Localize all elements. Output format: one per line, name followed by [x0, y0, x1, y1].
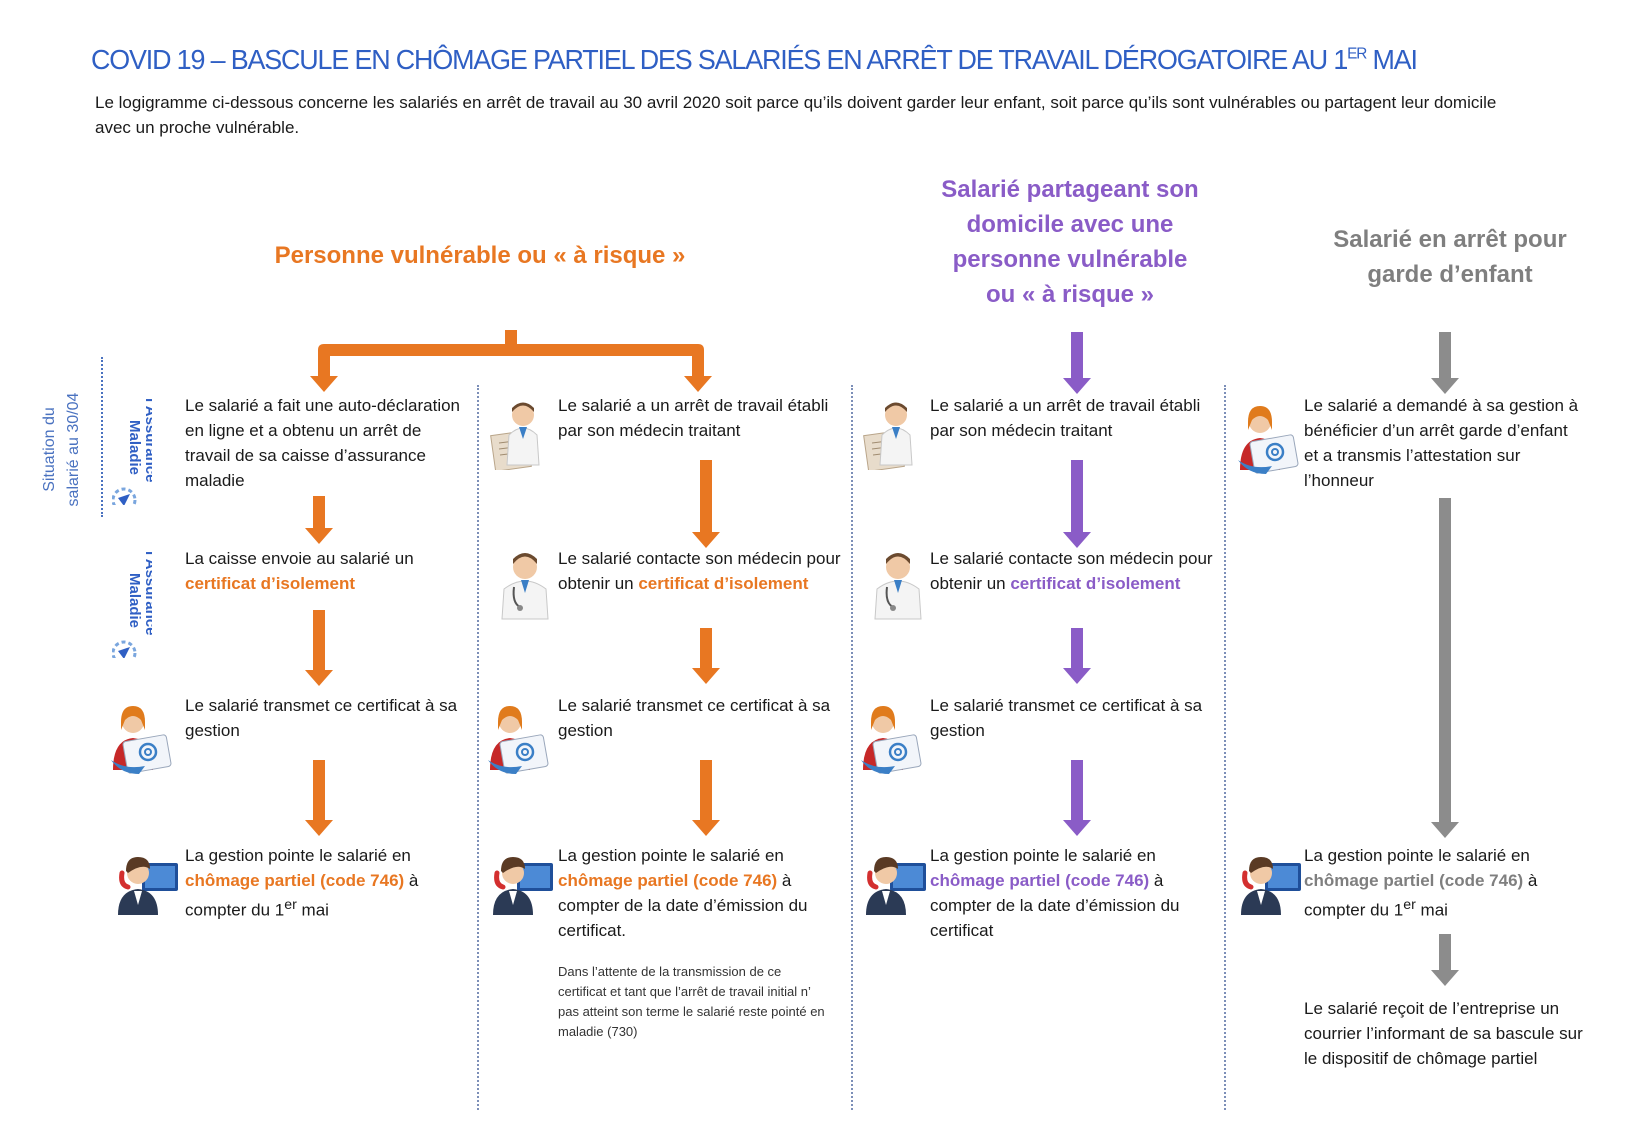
arrow-down [1431, 934, 1459, 986]
col1-step1: Le salarié a fait une auto-déclaration e… [185, 396, 461, 490]
arrow-down [1431, 332, 1459, 394]
arrow-down [692, 760, 720, 836]
assurance-maladie-logo [112, 396, 152, 505]
col1-step4: La gestion pointe le salarié en chômage … [185, 846, 419, 920]
email-person-icon [855, 700, 925, 775]
arrow-down [305, 496, 333, 544]
col4-step1: Le salarié a demandé à sa gestion à béné… [1304, 396, 1579, 490]
column-divider [851, 385, 853, 1110]
intro-text: Le logigramme ci-dessous concerne les sa… [95, 93, 1497, 137]
arrow-down [1431, 498, 1459, 838]
header-vulnerable: Personne vulnérable ou « à risque » [274, 242, 686, 269]
arrow-down [1063, 332, 1091, 394]
doctor-icon [490, 545, 560, 620]
assurance-maladie-logo [112, 549, 152, 658]
header-sharing: Salarié partageant son domicile avec une… [941, 176, 1199, 308]
highlight-certificat: certificat d’isolement [638, 574, 809, 593]
phone-operator-icon [1235, 845, 1305, 920]
column-divider [477, 385, 479, 1110]
col2-step2: Le salarié contacte son médecin pour obt… [558, 549, 841, 593]
col3-step3: Le salarié transmet ce certificat à sa g… [930, 696, 1203, 740]
highlight-code: chômage partiel (code 746) [930, 871, 1150, 890]
arrow-down [692, 460, 720, 548]
col2-step4: La gestion pointe le salarié en chômage … [558, 846, 808, 940]
col3-step4: La gestion pointe le salarié en chômage … [930, 846, 1180, 940]
side-label-divider [101, 357, 103, 517]
arrow-down [692, 628, 720, 684]
column-divider [1224, 385, 1226, 1110]
highlight-certificat: certificat d’isolement [1010, 574, 1181, 593]
doctor-certificate-icon [860, 395, 930, 470]
phone-operator-icon [860, 845, 930, 920]
arrow-down [305, 610, 333, 686]
doctor-icon [863, 545, 933, 620]
page-title: COVID 19 – BASCULE EN CHÔMAGE PARTIEL DE… [91, 44, 1418, 75]
email-person-icon [1232, 400, 1302, 475]
highlight-code: chômage partiel (code 746) [185, 871, 405, 890]
col2-step1: Le salarié a un arrêt de travail établi … [558, 396, 829, 440]
highlight-code: chômage partiel (code 746) [1304, 871, 1524, 890]
email-person-icon [105, 700, 175, 775]
col4-step5: Le salarié reçoit de l’entreprise un cou… [1304, 999, 1583, 1068]
header-childcare: Salarié en arrêt pour garde d’enfant [1333, 226, 1567, 288]
highlight-certificat: certificat d’isolement [185, 574, 356, 593]
phone-operator-icon [487, 845, 557, 920]
arrow-down [1063, 760, 1091, 836]
doctor-certificate-icon [487, 395, 557, 470]
col3-step1: Le salarié a un arrêt de travail établi … [930, 396, 1201, 440]
email-person-icon [482, 700, 552, 775]
col3-step2: Le salarié contacte son médecin pour obt… [930, 549, 1213, 593]
arrow-down [1063, 460, 1091, 548]
split-arrow [310, 330, 712, 392]
arrow-down [305, 760, 333, 836]
col2-note: Dans l’attente de la transmission de ce … [558, 964, 825, 1039]
col4-step4: La gestion pointe le salarié en chômage … [1304, 846, 1538, 920]
arrow-down [1063, 628, 1091, 684]
col2-step3: Le salarié transmet ce certificat à sa g… [558, 696, 831, 740]
phone-operator-icon [112, 845, 182, 920]
col1-step3: Le salarié transmet ce certificat à sa g… [185, 696, 458, 740]
highlight-code: chômage partiel (code 746) [558, 871, 778, 890]
col1-step2: La caisse envoie au salarié un certifica… [185, 549, 414, 593]
